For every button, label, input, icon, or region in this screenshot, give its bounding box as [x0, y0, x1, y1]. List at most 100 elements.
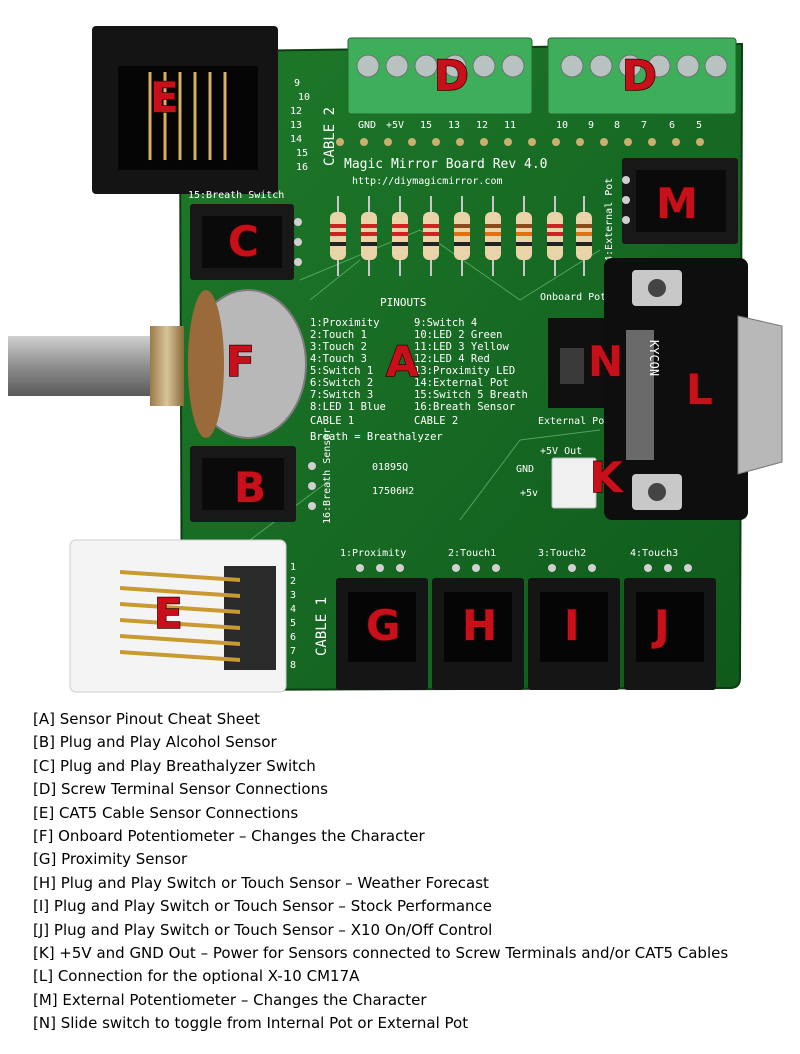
legend-item-n: [N] Slide switch to toggle from Internal… — [33, 1014, 469, 1033]
touch3-connector-label: 4:Touch3 — [630, 548, 678, 559]
external-pot-connector — [622, 158, 738, 244]
callout-i: I — [564, 601, 580, 650]
legend-item-c: [C] Plug and Play Breathalyzer Switch — [33, 756, 316, 775]
proximity-connector — [336, 564, 428, 690]
touch1-connector-label: 2:Touch1 — [448, 548, 496, 559]
callout-n: N — [588, 337, 623, 386]
callout-f: F — [226, 337, 255, 386]
cable2-pin-12: 12 — [290, 106, 302, 117]
cable2-pin-16: 16 — [296, 162, 308, 173]
cable1-pin-8: 8 — [290, 660, 296, 671]
part-code-2: 17506H2 — [372, 486, 414, 497]
legend-item-m: [M] External Potentiometer – Changes the… — [33, 990, 427, 1009]
touch3-connector — [624, 564, 716, 690]
pinout-14: 14:External Pot — [414, 377, 509, 389]
pinout-12: 12:LED 4 Red — [414, 353, 490, 365]
legend-item-f: [F] Onboard Potentiometer – Changes the … — [33, 827, 425, 846]
rj45-jack-top — [92, 26, 278, 194]
external-pot-label: 14:External Pot — [604, 178, 615, 268]
pinout-15: 15:Switch 5 Breath — [414, 389, 528, 401]
callout-h: H — [462, 601, 497, 650]
pinout-11: 11:LED 3 Yellow — [414, 341, 510, 353]
cable1-pin-6: 6 — [290, 632, 296, 643]
cable2-pin-15: 15 — [296, 148, 308, 159]
terminal-label-9: 9 — [588, 120, 594, 131]
plus5v-out-label: +5V Out — [540, 446, 582, 457]
terminal-label-11: 11 — [504, 120, 516, 131]
legend-item-h: [H] Plug and Play Switch or Touch Sensor… — [33, 873, 489, 892]
terminal-label-7: 7 — [641, 120, 647, 131]
pinout-2: 2:Touch 1 — [310, 329, 367, 341]
screw-terminal-left — [347, 37, 533, 115]
resistor-array — [330, 196, 592, 276]
breath-sensor-label: 16:Breath Sensor — [322, 428, 333, 524]
pinout-10: 10:LED 2 Green — [414, 329, 503, 341]
screw-terminal-right — [547, 37, 737, 115]
breath-note: Breath = Breathalyzer — [310, 431, 443, 443]
cable1-pin-1: 1 — [290, 562, 296, 573]
callout-e-top: E — [150, 73, 179, 122]
board-title: Magic Mirror Board Rev 4.0 — [344, 157, 548, 172]
pinout-cable2: CABLE 2 — [414, 415, 458, 427]
onboard-potentiometer — [8, 289, 307, 439]
terminal-label-8: 8 — [614, 120, 620, 131]
pinout-cable1: CABLE 1 — [310, 415, 354, 427]
terminal-label-12: 12 — [476, 120, 488, 131]
cable1-label: CABLE 1 — [314, 597, 330, 656]
legend-item-k: [K] +5V and GND Out – Power for Sensors … — [33, 944, 729, 963]
legend-item-j: [J] Plug and Play Switch or Touch Sensor… — [33, 920, 493, 939]
callout-m: M — [656, 179, 698, 228]
terminal-label-13: 13 — [448, 120, 460, 131]
slide-switch — [548, 318, 608, 408]
cable1-pin-3: 3 — [290, 590, 296, 601]
legend-item-b: [B] Plug and Play Alcohol Sensor — [33, 733, 277, 752]
pinout-5: 5:Switch 1 — [310, 365, 373, 377]
terminal-label-6: 6 — [669, 120, 675, 131]
db9-connector — [604, 258, 783, 520]
plus5v-label: +5v — [520, 488, 538, 499]
cable1-pin-2: 2 — [290, 576, 296, 587]
proximity-connector-label: 1:Proximity — [340, 548, 406, 559]
pinout-7: 7:Switch 3 — [310, 389, 373, 401]
pinouts-title: PINOUTS — [380, 296, 426, 309]
cable1-pin-4: 4 — [290, 604, 296, 615]
touch2-connector — [528, 564, 620, 690]
rj45-jack-bottom — [69, 539, 287, 693]
pinout-1: 1:Proximity — [310, 317, 380, 329]
pinout-3: 3:Touch 2 — [310, 341, 367, 353]
pinout-9: 9:Switch 4 — [414, 317, 477, 329]
callout-k: K — [590, 453, 624, 502]
terminal-label-5: 5 — [696, 120, 702, 131]
cable2-pin-13: 13 — [290, 120, 302, 131]
cable2-pin-14: 14 — [290, 134, 302, 145]
component-legend: [A] Sensor Pinout Cheat Sheet [B] Plug a… — [33, 708, 793, 1036]
breath-switch-label: 15:Breath Switch — [188, 190, 284, 201]
terminal-label-gnd: GND — [358, 120, 376, 131]
pinout-8: 8:LED 1 Blue — [310, 401, 386, 413]
legend-item-d: [D] Screw Terminal Sensor Connections — [33, 780, 328, 799]
callout-d-right: D — [622, 51, 657, 100]
legend-item-a: [A] Sensor Pinout Cheat Sheet — [33, 710, 261, 728]
pinout-4: 4:Touch 3 — [310, 353, 367, 365]
cable2-pin-9: 9 — [294, 78, 300, 89]
pinout-13: 13:Proximity LED — [414, 365, 515, 377]
connector-brand: KYCON — [647, 340, 661, 376]
board-url: http://diymagicmirror.com — [352, 176, 503, 187]
legend-item-l: [L] Connection for the optional X-10 CM1… — [33, 967, 360, 986]
callout-l: L — [686, 365, 713, 414]
callout-c: C — [228, 217, 259, 266]
callout-d-left: D — [434, 51, 469, 100]
power-header — [551, 457, 597, 509]
terminal-label-10: 10 — [556, 120, 568, 131]
cable1-pin-7: 7 — [290, 646, 296, 657]
terminal-label-5v: +5V — [386, 120, 404, 131]
board-photo: GND +5V 15 13 12 11 10 9 8 7 6 5 Magic M… — [8, 26, 783, 693]
callout-b: B — [234, 463, 266, 512]
legend-item-g: [G] Proximity Sensor — [33, 850, 188, 869]
legend-item-e: [E] CAT5 Cable Sensor Connections — [33, 803, 299, 822]
callout-j: J — [651, 601, 670, 650]
terminal-label-15: 15 — [420, 120, 432, 131]
pinout-16: 16:Breath Sensor — [414, 401, 515, 413]
touch1-connector — [432, 564, 524, 690]
part-code-1: 01895Q — [372, 462, 408, 473]
